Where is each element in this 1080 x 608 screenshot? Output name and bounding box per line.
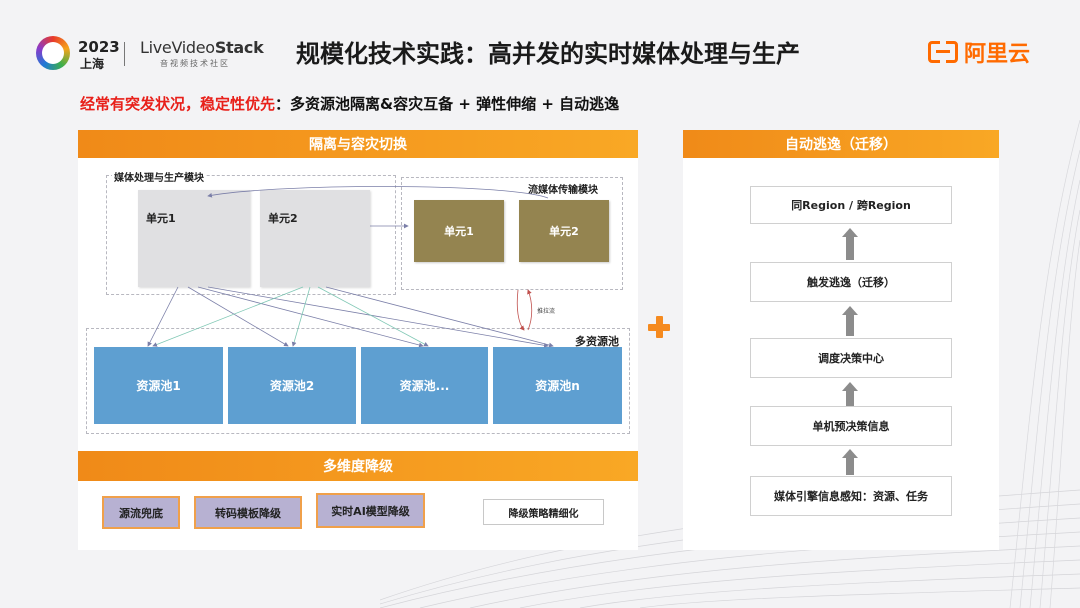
brand-name: LiveVideoStack — [140, 38, 264, 57]
conference-logo-inner — [42, 42, 64, 64]
escape-step-predecision: 单机预决策信息 — [750, 406, 952, 446]
up-arrow-icon — [842, 228, 858, 237]
logo-year: 2023 — [78, 38, 120, 56]
up-arrow-icon — [842, 306, 858, 315]
up-arrow-icon — [842, 449, 858, 458]
slide-subtitle: 经常有突发状况，稳定性优先：多资源池隔离&容灾互备 + 弹性伸缩 + 自动逃逸 — [80, 93, 619, 114]
subtitle-highlight: 经常有突发状况，稳定性优先 — [80, 95, 276, 113]
media-module-label: 媒体处理与生产模块 — [112, 169, 206, 184]
resource-pool-n: 资源池n — [493, 347, 622, 424]
escape-header: 自动逃逸（迁移） — [683, 130, 999, 158]
background-lines-decoration — [1009, 120, 1080, 608]
brand-prefix: LiveVideo — [140, 38, 215, 57]
resource-pool-etc: 资源池... — [361, 347, 488, 424]
page-title: 规模化技术实践：高并发的实时媒体处理与生产 — [296, 40, 800, 68]
up-arrow-shaft — [846, 314, 854, 336]
brand-suffix: Stack — [214, 38, 264, 57]
stream-unit-2: 单元2 — [519, 200, 609, 262]
degrade-item-ai-model: 实时AI模型降级 — [316, 493, 425, 528]
up-arrow-shaft — [846, 457, 854, 475]
up-arrow-shaft — [846, 236, 854, 260]
push-pull-label: 推拉流 — [537, 308, 556, 315]
pool-group-box — [86, 328, 630, 434]
media-unit-2: 单元2 — [260, 190, 370, 287]
escape-step-scheduler: 调度决策中心 — [750, 338, 952, 378]
resource-pool-1: 资源池1 — [94, 347, 223, 424]
logo-city: 上海 — [80, 57, 105, 71]
media-unit-1: 单元1 — [138, 190, 250, 287]
isolation-header: 隔离与容灾切换 — [78, 130, 638, 158]
aliyun-logo-text: 阿里云 — [964, 42, 1031, 67]
stream-unit-1: 单元1 — [414, 200, 504, 262]
degrade-item-source-fallback: 源流兜底 — [102, 496, 180, 529]
up-arrow-icon — [842, 382, 858, 391]
subtitle-rest: ：多资源池隔离&容灾互备 + 弹性伸缩 + 自动逃逸 — [275, 95, 620, 113]
stream-module-box — [401, 177, 623, 290]
resource-pool-2: 资源池2 — [228, 347, 356, 424]
pool-group-label: 多资源池 — [575, 335, 619, 348]
brand-subtitle: 音视频技术社区 — [160, 59, 230, 68]
escape-step-region: 同Region / 跨Region — [750, 186, 952, 224]
degrade-header: 多维度降级 — [78, 451, 638, 481]
aliyun-logo-bar — [936, 50, 950, 53]
degrade-policy: 降级策略精细化 — [483, 499, 604, 525]
plus-icon — [656, 316, 663, 338]
escape-step-perception: 媒体引擎信息感知：资源、任务 — [750, 476, 952, 516]
stream-module-label: 流媒体传输模块 — [528, 185, 598, 196]
up-arrow-shaft — [846, 390, 854, 406]
connector-lines — [147, 186, 554, 348]
degrade-item-transcode: 转码模板降级 — [194, 496, 302, 529]
logo-divider — [124, 42, 125, 66]
escape-step-trigger: 触发逃逸（迁移） — [750, 262, 952, 302]
